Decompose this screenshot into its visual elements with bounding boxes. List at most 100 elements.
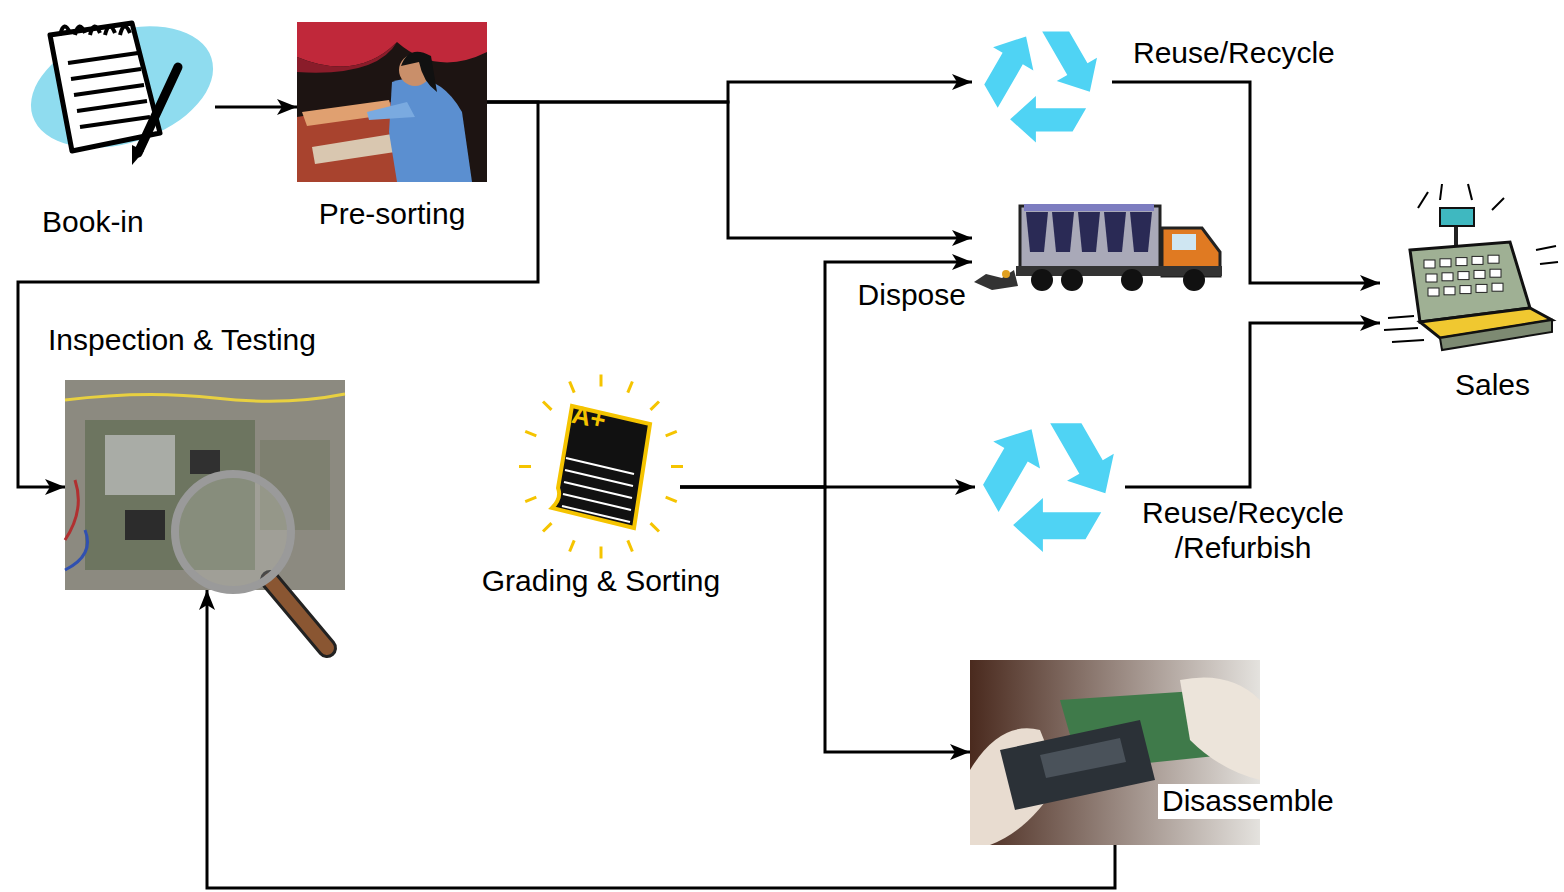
key [1492,283,1503,291]
chip [190,450,220,474]
bin [1026,212,1048,252]
shine-ray [650,401,658,409]
shine-ray [519,465,531,468]
debris-dot [1002,270,1010,278]
shine-ray [628,540,633,551]
node-label: Disassemble [1158,784,1338,819]
node-icon [975,410,1125,555]
recycle-arrow [1010,96,1086,143]
flow-arrow [215,106,297,109]
recycle-arrow [1013,498,1101,552]
spiral-ring [120,26,130,35]
book-in-node: Book-in [10,5,215,165]
wheel [1121,269,1143,291]
magnifier-handle [270,580,327,648]
icon-group [297,22,487,182]
shine-ray [600,547,603,559]
magnifier-lens [175,474,291,590]
motion-line [1384,328,1418,330]
paper-line [564,482,632,498]
hand [1180,678,1260,781]
wire [65,480,78,540]
shine-ray [666,497,677,502]
icon-group [968,14,1110,142]
paper-line [563,494,631,510]
recycle-node: Reuse/Recycle [972,20,1112,145]
key [1428,288,1439,296]
shine-ray [650,523,658,531]
worker-hair [401,52,437,92]
flow-arrow [680,487,970,752]
curtain-shade [297,42,397,73]
flow-arrow [680,262,972,487]
key [1456,258,1467,266]
icon-group [964,403,1129,552]
note-line [74,85,144,95]
shine-ray [570,382,575,393]
worker-body [389,78,472,182]
node-label: Reuse/Recycle /Refurbish [1123,496,1363,565]
debris [974,270,1018,290]
node-label: Grading & Sorting [482,564,720,599]
key [1442,273,1453,281]
wire [65,394,345,401]
shine-ray [525,497,536,502]
photo-ground [65,380,345,590]
shine-ray [543,523,551,531]
shine-ray [666,431,677,436]
wheel [1031,269,1053,291]
key [1476,284,1487,292]
spiral-ring [75,26,85,35]
magnifier-handle [270,580,327,648]
icon-text: A+ [570,401,609,433]
bin [1104,212,1126,252]
inspection-node: Inspection & Testing [65,380,345,590]
drawer-front [1440,320,1552,350]
note-line [77,101,147,111]
key [1424,260,1435,268]
key [1474,270,1485,278]
node-label: Inspection & Testing [48,323,316,358]
spiral-ring [60,26,70,35]
node-icon [10,5,215,165]
paper-line [566,458,634,474]
shine-ray [543,401,551,409]
bin [1052,212,1074,252]
key [1426,274,1437,282]
node-icon [1380,190,1560,350]
bin-lid [1050,204,1076,211]
ring-line [1468,184,1472,200]
truck-bed [1020,206,1160,268]
node-label: Pre-sorting [319,197,466,232]
ring-line [1418,192,1428,208]
flow-arrow [487,82,972,102]
wheel [1061,269,1083,291]
node-label: Dispose [858,278,966,313]
chip [125,510,165,540]
recycle-arrow [1032,14,1110,103]
key [1472,256,1483,264]
bin [1078,212,1100,252]
cab-window [1172,234,1196,250]
pre-sorting-node: Pre-sorting [297,22,487,182]
bin-lid [1128,204,1154,211]
flow-arrow [487,102,972,238]
grading-node: Grading & Sorting [522,378,680,555]
worker-arm [367,102,415,120]
bin-lid [1076,204,1102,211]
icon-group [15,5,228,170]
shine-ray [671,465,683,468]
paper-line [562,506,630,522]
ring-line [1440,184,1442,200]
sales-node: Sales [1380,190,1560,350]
refurbish-node: Reuse/Recycle /Refurbish [975,410,1125,555]
shield-plate [105,435,175,495]
battery-label [1040,738,1126,778]
bin [1130,212,1152,252]
motion-line [1388,316,1414,318]
node-icon [972,200,1227,292]
shine-ray [525,431,536,436]
key [1440,259,1451,267]
recycle-arrow [964,416,1055,519]
